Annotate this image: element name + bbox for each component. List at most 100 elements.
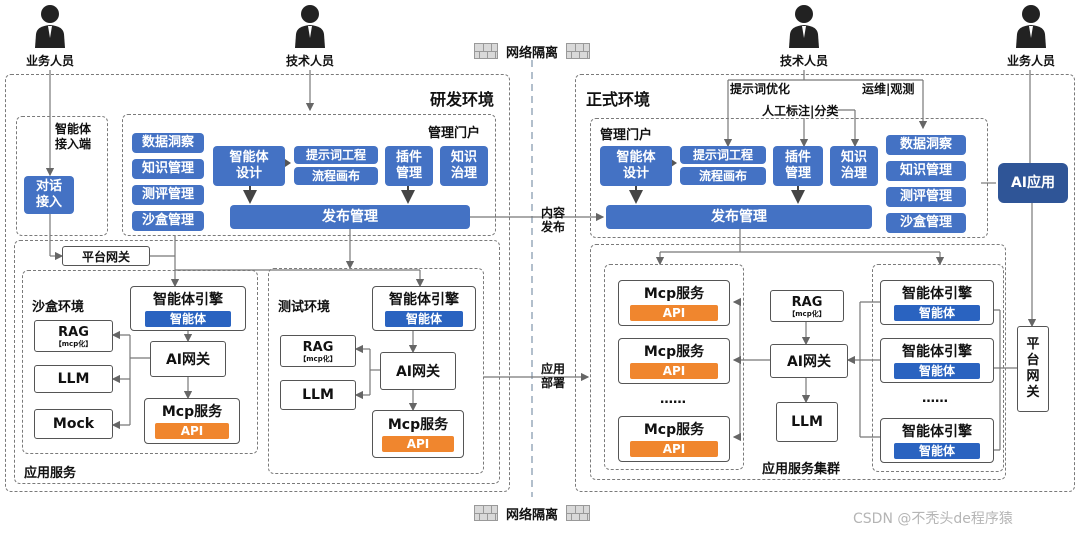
dev-portal-item: 数据洞察 — [132, 133, 204, 153]
agent-design-line: 智能体 — [616, 150, 656, 165]
plugin-management-line: 插件 — [784, 150, 811, 165]
prod-platform-gateway: 平 台 网 关 — [1017, 326, 1049, 412]
mcp-service-label: Mcp服务 — [643, 344, 705, 360]
sandbox-agent-engine: 智能体引擎 智能体 — [130, 286, 246, 331]
plugin-management-line: 管理 — [784, 166, 811, 181]
prod-portal-item: 测评管理 — [886, 187, 966, 207]
prod-environment — [575, 74, 1075, 492]
dev-environment — [5, 74, 510, 492]
network-isolation-label: 网络隔离 — [505, 507, 558, 523]
content-publish-label: 内容 发布 — [541, 206, 565, 234]
dev-environment-title: 研发环境 — [430, 90, 495, 109]
api-tag: API — [155, 423, 229, 439]
rag-sub-label: 【mcp化】 — [299, 354, 337, 363]
mcp-service-label: Mcp服务 — [161, 404, 223, 420]
cluster-mcp-service: Mcp服务 API — [618, 416, 730, 462]
platform-gateway-box: 平台网关 — [62, 246, 150, 266]
plugin-management-box: 插件 管理 — [773, 146, 823, 186]
dev-portal-title: 管理门户 — [428, 126, 481, 141]
platform-gateway-char: 关 — [1026, 385, 1040, 400]
test-ai-gateway-box: AI网关 — [380, 352, 456, 390]
brick-wall-icon — [473, 43, 498, 59]
person-label: 业务人员 — [1006, 54, 1055, 68]
app-service-title: 应用服务 — [24, 466, 77, 481]
app-service-cluster-title: 应用服务集群 — [762, 462, 841, 477]
prod-portal-title: 管理门户 — [600, 128, 653, 143]
agent-design-box: 智能体 设计 — [213, 146, 285, 186]
network-isolation-label: 网络隔离 — [505, 45, 558, 61]
prod-portal-panel — [590, 118, 988, 238]
knowledge-governance-box: 知识 治理 — [830, 146, 878, 186]
chat-access-box: 对话 接入 — [24, 176, 74, 214]
chat-access-line: 对话 — [35, 179, 62, 194]
knowledge-governance-line: 治理 — [450, 166, 477, 181]
sandbox-mcp-service: Mcp服务 API — [144, 398, 240, 444]
cluster-llm-box: LLM — [776, 402, 838, 442]
app-deploy-label: 应用 部署 — [541, 362, 565, 390]
cluster-agent-engine: 智能体引擎 智能体 — [880, 418, 994, 463]
platform-gateway-char: 台 — [1026, 353, 1040, 368]
agent-tag: 智能体 — [145, 310, 231, 327]
agent-entry-title: 智能体 接入端 — [55, 122, 91, 152]
agent-design-line: 智能体 — [229, 150, 269, 165]
test-mcp-service: Mcp服务 API — [372, 410, 464, 458]
platform-gateway-char: 平 — [1026, 337, 1040, 352]
sandbox-environment-panel — [22, 270, 258, 454]
plugin-management-box: 插件 管理 — [385, 146, 433, 186]
api-tag: API — [382, 436, 454, 452]
sandbox-llm-box: LLM — [34, 365, 113, 393]
api-tag: API — [630, 441, 718, 457]
person-business-right: 业务人员 — [1006, 4, 1056, 69]
agent-tag: 智能体 — [385, 310, 463, 327]
dev-portal-item: 测评管理 — [132, 185, 204, 205]
ellipsis: …… — [922, 391, 948, 406]
person-icon — [295, 5, 325, 48]
mcp-service-label: Mcp服务 — [387, 417, 449, 433]
network-isolation-bottom: 网络隔离 — [462, 502, 602, 524]
platform-gateway-char: 网 — [1026, 369, 1040, 384]
rag-label: RAG — [302, 339, 334, 355]
agent-engine-label: 智能体引擎 — [902, 423, 972, 440]
agent-tag: 智能体 — [894, 442, 980, 459]
knowledge-governance-line: 知识 — [450, 150, 477, 165]
rag-sub-label: 【mcp化】 — [788, 309, 826, 318]
agent-design-box: 智能体 设计 — [600, 146, 672, 186]
agent-entry-panel — [16, 116, 108, 236]
person-tech-left: 技术人员 — [285, 4, 335, 69]
annotation-label: 人工标注|分类 — [762, 104, 839, 118]
app-deploy-line: 应用 — [541, 362, 566, 376]
person-label: 技术人员 — [779, 54, 828, 68]
person-label: 技术人员 — [285, 54, 334, 68]
agent-engine-label: 智能体引擎 — [902, 285, 972, 302]
prompt-engineering-box: 提示词工程 — [680, 146, 766, 164]
brick-wall-icon — [566, 505, 590, 521]
agent-engine-label: 智能体引擎 — [153, 291, 223, 308]
flow-canvas-box: 流程画布 — [294, 167, 378, 185]
cluster-agent-engine: 智能体引擎 智能体 — [880, 338, 994, 383]
dev-portal-panel — [122, 114, 496, 236]
sandbox-ai-gateway-box: AI网关 — [150, 341, 226, 377]
mcp-service-label: Mcp服务 — [643, 286, 705, 302]
agent-design-line: 设计 — [235, 166, 262, 181]
cluster-mcp-service: Mcp服务 API — [618, 280, 730, 326]
agent-engine-label: 智能体引擎 — [902, 343, 972, 360]
plugin-management-line: 管理 — [395, 166, 422, 181]
agent-tag: 智能体 — [894, 304, 980, 321]
prod-portal-item: 数据洞察 — [886, 135, 966, 155]
cluster-agent-engine: 智能体引擎 智能体 — [880, 280, 994, 325]
test-llm-box: LLM — [280, 380, 356, 410]
person-business-left: 业务人员 — [25, 4, 75, 69]
rag-sub-label: 【mcp化】 — [54, 339, 93, 348]
agent-tag: 智能体 — [894, 362, 980, 379]
prod-portal-item: 沙盒管理 — [886, 213, 966, 233]
knowledge-governance-line: 知识 — [840, 150, 867, 165]
agent-engine-label: 智能体引擎 — [389, 291, 459, 308]
sandbox-rag-box: RAG 【mcp化】 — [34, 320, 113, 352]
network-isolation-top: 网络隔离 — [462, 40, 602, 62]
person-icon — [35, 5, 65, 48]
dev-portal-item: 沙盒管理 — [132, 211, 204, 231]
watermark: CSDN @不秃头de程序猿 — [853, 511, 1013, 527]
agent-entry-title-line: 接入端 — [55, 137, 92, 151]
